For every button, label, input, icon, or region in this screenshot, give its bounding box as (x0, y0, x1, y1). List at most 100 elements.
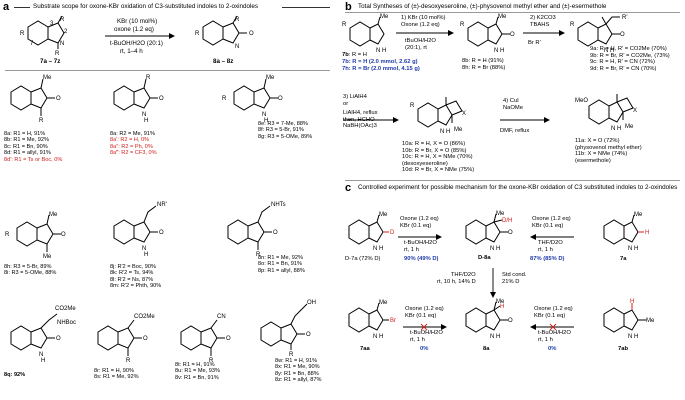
group8-labels: 8r: R1 = H, 90% 8s: R1 = Me, 92% (94, 368, 139, 381)
panel-c-title-block: Controlled experiment for possible mecha… (358, 184, 680, 191)
label-8a-r2: 8a: R2 = Me, 91% (110, 131, 155, 137)
bottom-right-conditions: Oxone (1.2 eq) KBr (0.1 eq) (534, 306, 573, 319)
left-conditions: Oxone (1.2 eq) KBr (0.1 eq) (400, 216, 439, 229)
svg-text:R: R (60, 17, 65, 23)
arrow-c-left (398, 234, 442, 240)
svg-text:H: H (645, 230, 649, 236)
bottom-left-conditions-below: t-BuOH/H2O rt, 1 h (410, 330, 443, 343)
svg-text:O: O (56, 336, 61, 342)
product-oxindole-structure: R R O N (195, 15, 254, 50)
svg-text:OH: OH (307, 300, 316, 306)
svg-text:N: N (142, 246, 146, 252)
svg-text:D: D (390, 230, 395, 236)
svg-text:O: O (508, 318, 513, 324)
alkylating-agent: Br R′ (528, 40, 541, 46)
mid-left-1: THF/D2O (450, 272, 476, 278)
left-cond-4: rt, 1 h (404, 246, 419, 253)
step1-line2: Oxone (1.2 eq) (401, 21, 440, 28)
svg-text:N H: N H (611, 126, 621, 132)
group10-labels: 8w: R1 = H, 91% 8x: R1 = Me, 90% 8y: R1 … (275, 358, 321, 384)
svg-text:R: R (460, 22, 465, 28)
svg-text:N: N (39, 352, 43, 358)
label-8v: 8v: R1 = Bn, 91% (175, 374, 219, 381)
label-8a-tprime: 8a‴: R2 = CF3, 0% (110, 150, 157, 157)
svg-text:Me: Me (625, 124, 634, 130)
step4-line1: 4) CuI (503, 98, 519, 104)
cmp-11a-name: (physovenol methyl ether) (575, 144, 642, 151)
bl-cond-1: Oxone (1.2 eq) (405, 306, 444, 312)
left-result: 90% (49% D) (404, 256, 438, 263)
br-cond-4: rt, 1 h (538, 336, 553, 343)
arrow-c-down (490, 268, 496, 298)
svg-text:Me: Me (634, 212, 643, 218)
panel-b-title: Total Syntheses of (±)-desoxyeseroline, … (358, 3, 607, 10)
left-cond-2: KBr (0.1 eq) (400, 222, 432, 229)
svg-text:N H: N H (440, 129, 450, 135)
bottom-right-result: 0% (548, 346, 557, 352)
group3-labels: 8e: R3 = 7-Me, 88% 8f: R3 = 5-Br, 91% 8g… (258, 121, 312, 140)
svg-text:O: O (278, 96, 283, 102)
start-7h-amount: 7h: R = Br (2.0 mmol, 4.15 g) (342, 66, 420, 72)
step4-line3: DMF, reflux (500, 128, 530, 134)
svg-text:N: N (60, 41, 64, 47)
right-cond-3: THF/D2O (538, 240, 563, 246)
svg-text:MeO: MeO (575, 98, 588, 104)
label-8d: 8d: R1 = allyl, 91% (4, 150, 51, 157)
svg-text:2: 2 (64, 29, 68, 35)
svg-text:N H: N H (628, 334, 638, 340)
panel-a-title: Substrate scope for oxone-KBr oxidation … (33, 3, 259, 10)
svg-text:R: R (20, 31, 25, 37)
svg-text:N H: N H (376, 48, 386, 54)
label-8r: 8r: R1 = H, 90% (94, 368, 134, 374)
svg-text:Me: Me (43, 254, 52, 260)
label-8f: 8f: R3 = 5-Br, 91% (258, 127, 304, 134)
panel-c-letter: c (345, 182, 352, 194)
label-8a-prime: 8a′: R2 = H, 0% (110, 137, 150, 144)
label-8o: 8o: R1 = Bn, 91% (258, 261, 303, 268)
left-start-label: D-7a (72% D) (345, 256, 381, 262)
svg-text:R: R (39, 118, 44, 124)
cmp-10c: 10c: R = H, X = NMe (70%) (402, 154, 473, 161)
svg-text:O: O (306, 332, 311, 338)
label-8w: 8w: R1 = H, 91% (275, 358, 318, 364)
svg-text:R: R (146, 75, 151, 81)
svg-text:O: O (508, 230, 513, 236)
reaction-arrow-a (105, 33, 175, 39)
oxindole-ethylamine-structure: NR'ONH (113, 202, 167, 258)
bl-cond-4: rt, 1 h (410, 336, 425, 343)
svg-text:N H: N H (373, 246, 383, 252)
svg-text:O: O (159, 230, 164, 236)
svg-text:Me: Me (496, 211, 505, 217)
step4-conditions: 4) CuI NaOMe (503, 98, 523, 111)
label-8u: 8u: R1 = Me, 93% (175, 368, 220, 375)
svg-text:R: R (235, 17, 240, 23)
group1-labels: 8a: R1 = H, 91% 8b: R1 = Me, 92% 8c: R1 … (4, 131, 62, 163)
prod-8b: 8b: R = H (91%) (462, 58, 504, 64)
svg-text:H: H (144, 252, 148, 258)
svg-text:O: O (56, 96, 61, 102)
bottom-left-conditions: Oxone (1.2 eq) KBr (0.1 eq) (405, 306, 444, 319)
label-8q: 8q: 92% (4, 372, 26, 378)
label-8d-prime: 8d′: R1 = Ts or Boc, 0% (4, 156, 63, 163)
svg-text:O: O (249, 31, 254, 37)
svg-text:D/H: D/H (502, 218, 512, 224)
arrow-c-bottom-right (530, 323, 574, 331)
product-label: 8a – 8z (213, 58, 234, 65)
svg-text:N: N (142, 112, 146, 118)
cmp-11b: 11b: X = NMe (74%) (575, 151, 628, 158)
reagent-time: rt, 1–4 h (120, 48, 143, 55)
svg-text:O: O (510, 32, 515, 38)
left-cond-3: t-BuOH/H2O (404, 240, 437, 246)
mid-left-conditions: THF/D2O rt, 10 h, 14% D (437, 272, 476, 285)
